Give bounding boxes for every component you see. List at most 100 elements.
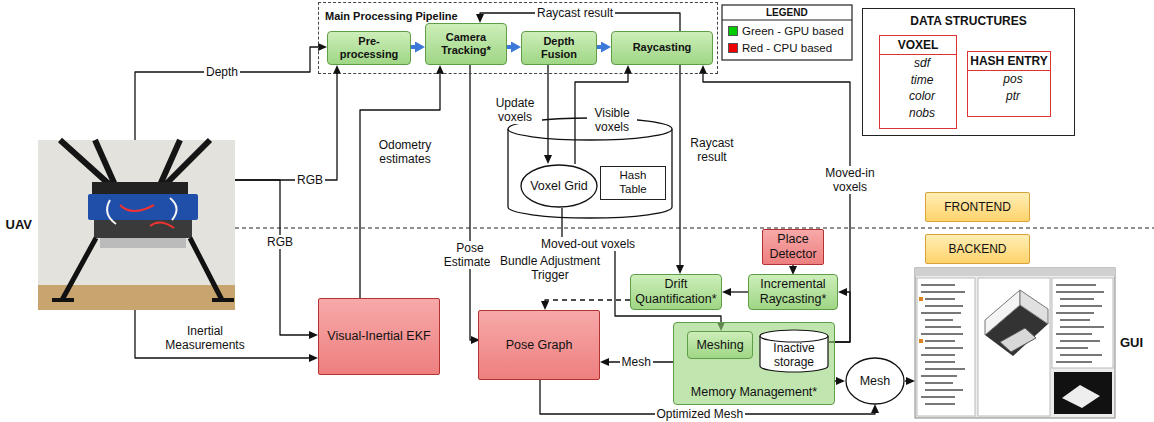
node-text: Meshing bbox=[696, 338, 743, 353]
data-structures-box: DATA STRUCTURESVOXELsdftimecolornobsHASH… bbox=[862, 8, 1075, 136]
node-text: Pose Graph bbox=[506, 338, 573, 353]
connector bbox=[597, 45, 601, 49]
edge-label: Visible voxels bbox=[587, 106, 637, 134]
node-text: Hash Table bbox=[605, 169, 661, 197]
uav-photo-part bbox=[107, 198, 176, 224]
node-text: DATA STRUCTURES bbox=[863, 14, 1074, 28]
node-text: GUI bbox=[1120, 335, 1143, 351]
struct-box: HASH ENTRYposptr bbox=[967, 51, 1051, 117]
gui-screenshot-part bbox=[919, 297, 923, 301]
node-text: nobs bbox=[880, 105, 956, 121]
cpu-process-box: Pose Graph bbox=[478, 310, 600, 380]
node-text: Drift Quantification* bbox=[635, 277, 717, 307]
node-text: VOXEL bbox=[880, 36, 956, 55]
legend-swatch bbox=[728, 26, 738, 36]
node-text: Place Detector bbox=[767, 232, 819, 262]
node-text: HASH ENTRY bbox=[968, 52, 1050, 71]
uav-photo-part bbox=[38, 140, 235, 310]
hash-table-box: Hash Table bbox=[600, 166, 666, 200]
edge-label: Odometry estimates bbox=[373, 138, 437, 166]
connector bbox=[411, 45, 415, 49]
node-text: color bbox=[880, 88, 956, 104]
connector bbox=[835, 380, 836, 381]
node-text: pos bbox=[968, 71, 1050, 87]
node-text: Pre-processing bbox=[332, 35, 406, 61]
gui-screenshot-part bbox=[1062, 385, 1100, 408]
connector bbox=[470, 65, 471, 340]
uav-photo-part bbox=[88, 194, 198, 220]
edge-label: Raycast result bbox=[535, 6, 615, 20]
gui-screenshot-part bbox=[919, 339, 923, 343]
struct-box: VOXELsdftimecolornobs bbox=[879, 35, 957, 129]
uav-photo-part bbox=[60, 140, 210, 185]
uav-photo-part bbox=[100, 238, 186, 248]
node-text: Inactive storage bbox=[763, 341, 825, 370]
connector bbox=[235, 74, 337, 180]
voxel-storage-cylinder-part bbox=[508, 129, 672, 218]
node-text: time bbox=[880, 72, 956, 88]
gpu-process-box: Meshing bbox=[687, 331, 753, 359]
uav-photo-part bbox=[62, 238, 222, 300]
connector bbox=[679, 65, 680, 265]
uav-photo bbox=[38, 140, 235, 310]
node-text: Incremental Raycasting* bbox=[753, 277, 833, 307]
gui-screenshot-part bbox=[978, 278, 1050, 416]
node-text: Mesh bbox=[860, 374, 891, 389]
gui-screenshot-part bbox=[1000, 328, 1036, 352]
edge-label: Update voxels bbox=[488, 96, 542, 124]
legend-text: Green - GPU based bbox=[742, 25, 844, 37]
cpu-process-box: Visual-Inertial EKF bbox=[318, 298, 440, 375]
edge-label: Depth bbox=[204, 65, 240, 79]
node-text: Memory Management* bbox=[691, 385, 817, 400]
gui-screenshot-part bbox=[1056, 285, 1104, 362]
uav-photo-part bbox=[92, 182, 188, 194]
edge-label: Moved-in voxels bbox=[820, 166, 880, 194]
connector bbox=[507, 45, 511, 49]
gui-screenshot-part bbox=[1054, 372, 1112, 414]
node-text: FRONTEND bbox=[944, 200, 1011, 214]
legend-row: Red - CPU based bbox=[728, 41, 832, 54]
gpu-process-box: Depth Fusion bbox=[521, 31, 597, 65]
gpu-process-box: Camera Tracking* bbox=[425, 23, 507, 65]
legend-text: Red - CPU based bbox=[742, 42, 832, 54]
gui-screenshot bbox=[915, 268, 1115, 418]
edge-label: Optimized Mesh bbox=[655, 407, 746, 421]
frontend-backend-divider bbox=[235, 227, 1154, 228]
edge-label: Moved-out voxels bbox=[539, 237, 637, 251]
legend-box-part bbox=[722, 5, 852, 60]
cylinder-outline bbox=[760, 336, 828, 372]
gpu-process-box: Drift Quantification* bbox=[630, 274, 722, 310]
edge-label: Mesh bbox=[620, 355, 653, 369]
connector bbox=[703, 74, 850, 342]
connector bbox=[792, 265, 793, 266]
gpu-process-box: Raycasting bbox=[611, 31, 713, 65]
node-text: Raycasting bbox=[633, 41, 692, 54]
gui-screenshot-part bbox=[915, 268, 1115, 418]
connector bbox=[135, 47, 318, 140]
node-text: Voxel Grid bbox=[530, 179, 588, 194]
voxel-grid-ellipse: Voxel Grid bbox=[520, 164, 598, 208]
section-tag: FRONTEND bbox=[925, 192, 1030, 222]
legend-box bbox=[722, 5, 852, 60]
edge-label: RGB bbox=[295, 173, 325, 187]
pipeline-frame: Main Processing PipelinePre-processingCa… bbox=[318, 2, 718, 74]
uav-node: UAV bbox=[38, 140, 235, 310]
gui-screenshot-part bbox=[1020, 290, 1048, 324]
node-text: Visual-Inertial EKF bbox=[327, 329, 430, 344]
connector bbox=[905, 380, 906, 381]
gpu-process-box: Pre-processing bbox=[327, 31, 411, 65]
ellipse-outline bbox=[521, 165, 597, 207]
legend-row: Green - GPU based bbox=[728, 24, 844, 37]
ellipse-outline bbox=[846, 358, 904, 404]
node-text: BACKEND bbox=[948, 242, 1006, 256]
uav-photo-part bbox=[52, 298, 234, 302]
mesh-ellipse: Mesh bbox=[845, 357, 905, 405]
gui-screenshot-part bbox=[921, 285, 965, 404]
connector bbox=[547, 65, 548, 155]
cylinder-outline bbox=[760, 330, 828, 342]
node-text: Camera Tracking* bbox=[430, 31, 502, 57]
cpu-process-box: Place Detector bbox=[762, 229, 824, 265]
edge-label: Inertial Measurements bbox=[160, 324, 250, 352]
node-text: Depth Fusion bbox=[526, 35, 592, 61]
